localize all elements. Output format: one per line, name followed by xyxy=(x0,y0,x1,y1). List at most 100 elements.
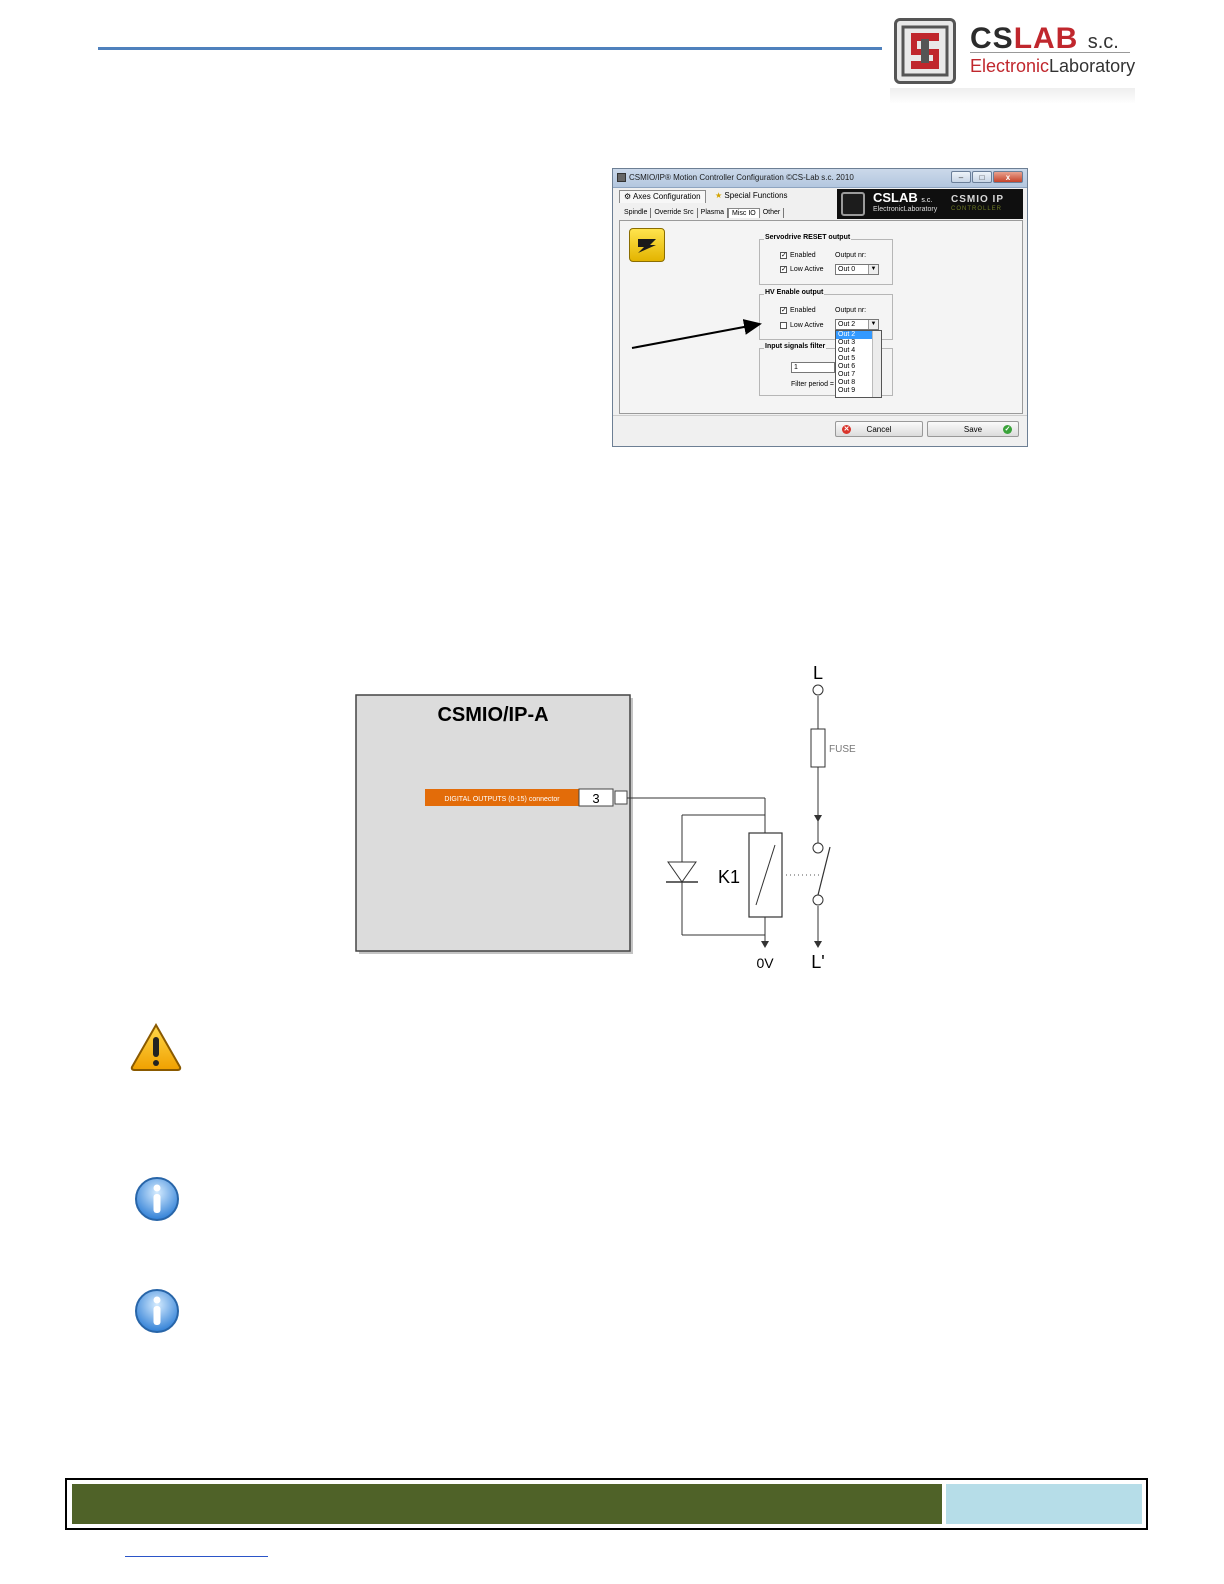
line-out-arrow xyxy=(814,941,822,948)
diode-icon xyxy=(666,861,698,883)
dropdown-option[interactable]: Out 9 xyxy=(838,387,856,394)
config-window: CSMIO/IP® Motion Controller Configuratio… xyxy=(612,168,1028,447)
warning-icon xyxy=(130,1022,182,1071)
hv-enable-low-active-checkbox[interactable] xyxy=(780,322,787,329)
header-rule xyxy=(98,47,882,50)
servo-reset-group: Servodrive RESET output xyxy=(759,234,893,285)
terminal-l-prime-label: L' xyxy=(811,952,824,972)
tab-other[interactable]: Other xyxy=(760,208,785,218)
servo-reset-enabled-checkbox[interactable]: ✓ xyxy=(780,252,787,259)
app-icon xyxy=(617,173,626,182)
servo-reset-enabled-label: Enabled xyxy=(790,252,816,259)
save-button[interactable]: Save ✓ xyxy=(927,421,1019,437)
cslab-logo-title: CSLAB s.c. xyxy=(970,22,1119,55)
tab-override-src[interactable]: Override Src xyxy=(651,208,698,218)
relay-label: K1 xyxy=(718,867,740,887)
connector-label: DIGITAL OUTPUTS (0-15) connector xyxy=(444,796,560,803)
close-button[interactable]: x xyxy=(993,171,1023,183)
terminal-l xyxy=(812,684,824,696)
ground-arrow xyxy=(761,941,769,948)
estop-button-icon[interactable] xyxy=(629,228,665,262)
wiring xyxy=(627,696,819,944)
info-icon xyxy=(135,1289,179,1333)
dropdown-option[interactable]: Out 2 xyxy=(836,331,881,339)
input-filter-title: Input signals filter xyxy=(764,343,827,350)
brand-mark-icon xyxy=(841,192,865,216)
filter-period-label: Filter period = xyxy=(791,381,834,388)
line-arrow xyxy=(814,815,822,822)
device-box xyxy=(355,694,631,952)
dropdown-option[interactable]: Out 7 xyxy=(838,371,856,378)
switch-blade xyxy=(817,846,831,896)
wiring-diagram: CSMIO/IP-A DIGITAL OUTPUTS (0-15) connec… xyxy=(355,663,856,972)
axes-icon: ⚙ xyxy=(624,192,632,201)
servo-reset-output-select[interactable]: Out 0 ▼ xyxy=(835,264,879,275)
servo-reset-output-label: Output nr: xyxy=(835,252,867,259)
window-brand-banner: CSLAB s.c. ElectronicLaboratory CSMIO IP… xyxy=(837,189,1023,219)
window-title: CSMIO/IP® Motion Controller Configuratio… xyxy=(629,173,854,182)
hv-enable-group: HV Enable output xyxy=(759,289,893,340)
hv-enable-enabled-label: Enabled xyxy=(790,307,816,314)
window-footer: ✕ Cancel Save ✓ xyxy=(613,415,1027,446)
device-title: CSMIO/IP-A xyxy=(437,704,548,726)
servo-reset-low-active-checkbox[interactable]: ✓ xyxy=(780,266,787,273)
logo-divider xyxy=(970,52,1130,53)
cslab-logo-mark xyxy=(894,18,956,84)
hv-enable-low-active-label: Low Active xyxy=(790,322,824,329)
cancel-button[interactable]: ✕ Cancel xyxy=(835,421,923,437)
dropdown-option[interactable]: Out 8 xyxy=(838,379,856,386)
cslab-logo-subtitle: ElectronicLaboratory xyxy=(970,56,1136,76)
switch-contact-top xyxy=(812,842,824,854)
info-icon xyxy=(135,1177,179,1221)
dropdown-option[interactable]: Out 6 xyxy=(838,363,856,370)
tab-axes-configuration[interactable]: ⚙ Axes Configuration xyxy=(619,190,706,203)
hv-enable-output-select[interactable]: Out 2 ▼ xyxy=(835,319,879,330)
pointer-arrow xyxy=(631,319,762,349)
connector-label-box xyxy=(425,789,579,806)
sub-tabs: Spindle Override Src Plasma Misc IO Othe… xyxy=(621,208,785,218)
chevron-down-icon: ▼ xyxy=(868,320,878,329)
footer-link-underline[interactable] xyxy=(125,1556,268,1557)
minimize-button[interactable]: – xyxy=(951,171,971,183)
brand-subtitle: ElectronicLaboratory xyxy=(873,206,938,213)
logo-reflection xyxy=(890,88,1135,104)
tab-misc-io[interactable]: Misc IO xyxy=(728,208,760,218)
footer-frame xyxy=(65,1478,1148,1530)
dropdown-option[interactable]: Out 5 xyxy=(838,355,856,362)
output-dropdown-list[interactable]: Out 2 Out 3 Out 4 Out 5 Out 6 Out 7 Out … xyxy=(835,330,882,398)
fuse-label: FUSE xyxy=(829,744,856,755)
dropdown-scrollbar[interactable] xyxy=(872,331,881,397)
input-filter-field[interactable]: 1 xyxy=(791,362,835,373)
hv-enable-enabled-checkbox[interactable]: ✓ xyxy=(780,307,787,314)
footer-green-band xyxy=(72,1484,942,1524)
servo-reset-title: Servodrive RESET output xyxy=(764,234,852,241)
misc-io-panel xyxy=(619,220,1023,414)
cslab-logo: CSLAB s.c. ElectronicLaboratory xyxy=(890,14,1135,104)
star-icon: ★ xyxy=(715,191,723,200)
hv-enable-output-label: Output nr: xyxy=(835,307,867,314)
hv-enable-title: HV Enable output xyxy=(764,289,825,296)
switch-contact-bottom xyxy=(812,894,824,906)
relay-coil-mark xyxy=(755,844,776,906)
footer-blue-band xyxy=(946,1484,1142,1524)
chevron-down-icon: ▼ xyxy=(868,265,878,274)
tab-special-functions[interactable]: ★ Special Functions xyxy=(715,191,788,200)
servo-reset-low-active-label: Low Active xyxy=(790,266,824,273)
dropdown-option[interactable]: Out 3 xyxy=(838,339,856,346)
dropdown-option[interactable]: Out 4 xyxy=(838,347,856,354)
check-icon: ✓ xyxy=(1003,425,1012,434)
cancel-icon: ✕ xyxy=(842,425,851,434)
brand-product: CSMIO IP xyxy=(951,194,1005,205)
window-title-bar: CSMIO/IP® Motion Controller Configuratio… xyxy=(613,169,1027,188)
pin-terminal xyxy=(614,790,628,805)
maximize-button[interactable]: □ xyxy=(972,171,992,183)
brand-product-sub: CONTROLLER xyxy=(951,206,1003,212)
tab-spindle[interactable]: Spindle xyxy=(621,208,652,218)
brand-title: CSLAB s.c. xyxy=(873,190,933,205)
input-filter-group: Input signals filter xyxy=(759,343,893,396)
ground-label: 0V xyxy=(756,955,774,971)
fuse xyxy=(810,728,826,768)
tab-plasma[interactable]: Plasma xyxy=(698,208,728,218)
terminal-l-label: L xyxy=(813,663,823,683)
pin-number: 3 xyxy=(592,791,599,806)
